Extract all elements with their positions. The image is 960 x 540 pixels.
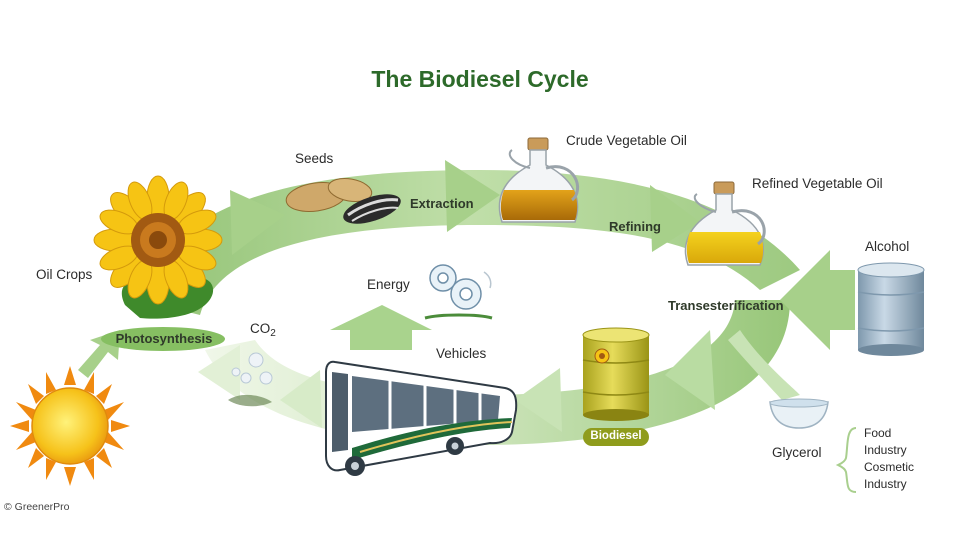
label-oil-crops: Oil Crops <box>36 267 93 282</box>
biodiesel-badge <box>583 428 649 446</box>
use-item: Cosmetic <box>864 460 915 474</box>
step-extraction: Extraction <box>410 196 474 211</box>
energy-arrow <box>330 305 432 350</box>
arrow-head-6 <box>280 370 322 428</box>
arrow-head-4 <box>665 330 715 410</box>
sunflower-icon <box>93 175 223 319</box>
label-co2: CO2 <box>250 321 276 339</box>
gears-icon <box>429 264 482 310</box>
refined-oil-jug-icon <box>684 181 766 266</box>
label-refined-vegetable-oil: Refined Vegetable Oil <box>752 176 883 191</box>
label-seeds: Seeds <box>295 151 334 166</box>
biodiesel-drum-icon <box>582 327 650 421</box>
co2-base: CO <box>250 321 271 336</box>
step-transesterification: Transesterification <box>668 298 784 313</box>
crude-oil-jug-icon <box>498 137 579 223</box>
label-vehicles: Vehicles <box>436 346 487 361</box>
seeds-icon <box>285 178 401 224</box>
use-item: Food <box>864 426 892 440</box>
label-crude-vegetable-oil: Crude Vegetable Oil <box>566 133 687 148</box>
glycerol-arrow <box>728 330 800 400</box>
photosynthesis-pill <box>101 327 225 351</box>
step-photosynthesis: Photosynthesis <box>115 331 213 346</box>
step-biodiesel: Biodiesel <box>590 430 642 442</box>
label-alcohol: Alcohol <box>865 239 910 254</box>
copyright: © GreenerPro <box>4 501 70 513</box>
step-refining: Refining <box>609 219 661 234</box>
label-energy: Energy <box>367 277 410 292</box>
co2-bubbles-icon <box>231 352 273 385</box>
diagram-title: The Biodiesel Cycle <box>371 66 589 92</box>
arrow-head-1 <box>230 190 285 255</box>
uses-brace <box>835 427 857 493</box>
co2-subscript: 2 <box>270 328 276 339</box>
sun-icon <box>10 366 130 486</box>
alcohol-barrel-icon <box>857 262 925 356</box>
arrow-head-2 <box>445 160 500 232</box>
use-item: Industry <box>864 477 907 491</box>
glycerol-bowl-icon <box>769 398 829 429</box>
arrow-head-5 <box>515 368 562 432</box>
label-glycerol: Glycerol <box>772 445 822 460</box>
bus-icon <box>325 360 518 476</box>
arrow-head-7 <box>198 345 240 400</box>
alcohol-arrow <box>780 250 855 350</box>
use-item: Industry <box>864 443 907 457</box>
arrow-head-3 <box>650 185 700 252</box>
